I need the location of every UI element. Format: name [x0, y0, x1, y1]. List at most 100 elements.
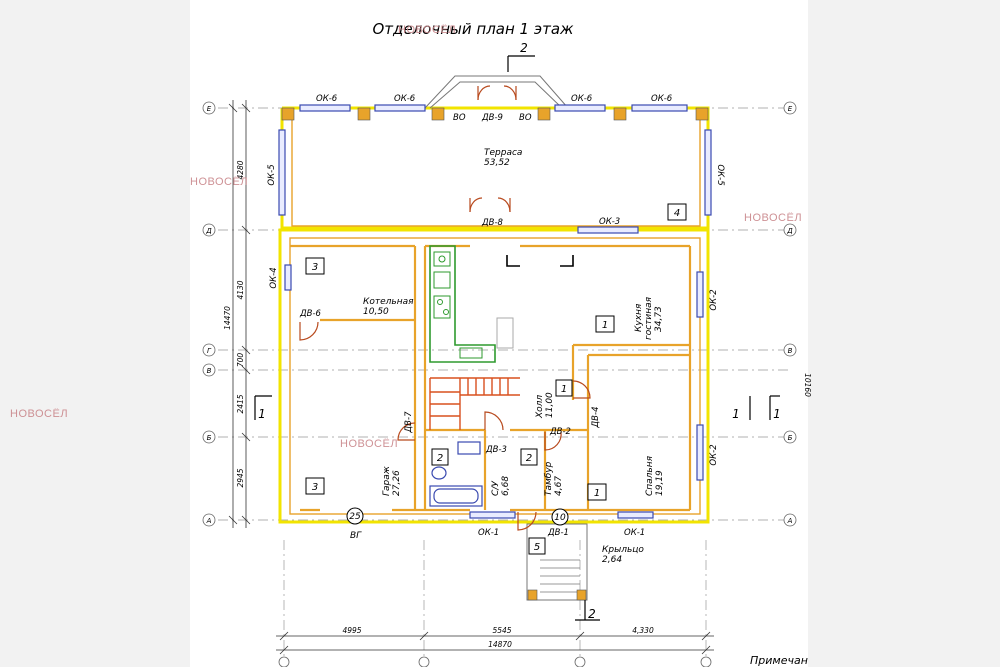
- room-area: 2,64: [602, 555, 622, 565]
- axis-letter: В: [207, 367, 212, 375]
- room-area: 53,52: [484, 158, 510, 168]
- finish-tag: 4: [674, 208, 680, 219]
- kitchen-counter: [429, 245, 514, 363]
- dim-total: 14470: [223, 306, 232, 330]
- circle-tag: 25: [349, 512, 361, 522]
- sheet: [190, 0, 808, 667]
- finish-tag: 5: [534, 542, 540, 553]
- section-mark: 2: [588, 607, 596, 621]
- section-mark: 2: [520, 41, 528, 55]
- axis-letter: Б: [788, 434, 793, 442]
- door-label: ДВ-9: [481, 113, 503, 123]
- vo-label: ВО: [519, 113, 532, 123]
- bathroom-fixtures: [429, 441, 483, 507]
- right-margin: [808, 0, 1000, 667]
- dim-text: 4,330: [632, 626, 654, 635]
- finish-tag: 1: [594, 488, 600, 499]
- door-label: ДВ-4: [591, 407, 601, 429]
- watermark-text: НОВОСЁЛ: [190, 176, 249, 188]
- vg-label: ВГ: [350, 531, 362, 541]
- room-area: 34,73: [654, 306, 664, 332]
- columns: [281, 107, 709, 121]
- door-label: ДВ-3: [485, 445, 507, 455]
- section-mark: 1: [258, 407, 266, 421]
- door-label: ДВ-7: [404, 411, 414, 434]
- room-name: Терраса: [484, 148, 522, 158]
- window-label: ОК-6: [571, 94, 593, 104]
- axis-bubbles: [202, 101, 797, 667]
- circle-tags: 25 10: [349, 512, 566, 523]
- room-name: Холл: [535, 395, 545, 419]
- axis-letter: Е: [207, 105, 212, 113]
- room-area: 19,19: [655, 470, 665, 496]
- window-label: ОК-1: [478, 528, 499, 538]
- room-name: Кухня: [634, 303, 644, 332]
- bottom-dimension-lines: [276, 631, 714, 655]
- watermark-text: НОВОСЁЛ: [398, 24, 457, 36]
- finish-tag: 2: [437, 453, 443, 464]
- room-name: Крыльцо: [602, 545, 644, 555]
- room-area: 10,50: [363, 307, 389, 317]
- window-label: ОК-5: [715, 164, 725, 185]
- porch: [526, 523, 588, 601]
- room-name: Тамбур: [544, 461, 554, 496]
- section-mark: 1: [773, 407, 781, 421]
- window-label: ОК-4: [269, 267, 279, 288]
- room-area: 11,00: [545, 392, 555, 418]
- dim-right: 10160: [803, 373, 812, 397]
- windows: [278, 104, 712, 519]
- staircase: [429, 377, 520, 430]
- circle-tag: 10: [554, 513, 566, 523]
- doors: [299, 85, 591, 531]
- room-name: С/У: [491, 481, 501, 496]
- window-label: ОК-3: [599, 217, 620, 227]
- room-area: 27,26: [392, 470, 402, 496]
- window-label: ОК-5: [267, 164, 277, 185]
- dim-text: 5545: [492, 626, 511, 635]
- left-dimensions: 4280 4130 700 2415 2945 14470 10160: [223, 160, 812, 487]
- watermark: НОВОСЁЛ: [398, 24, 456, 36]
- door-label: ДВ-8: [481, 218, 504, 228]
- circle-tag-shapes: [346, 507, 569, 526]
- note-label: Примечан: [750, 654, 808, 667]
- watermark: НОВОСЁЛ: [190, 176, 248, 188]
- dim-text: 2945: [236, 468, 245, 487]
- finish-tag: 1: [561, 384, 567, 395]
- room-name2: гостиная: [644, 296, 654, 340]
- watermark-text: НОВОСЁЛ: [340, 438, 399, 450]
- window-label: ОК-2: [709, 289, 719, 310]
- dim-text: 4280: [236, 160, 245, 179]
- room-name: Гараж: [382, 465, 392, 496]
- axis-letter: В: [788, 347, 793, 355]
- watermark: НОВОСЁЛ: [10, 408, 68, 420]
- axis-letter: Б: [207, 434, 212, 442]
- dim-text: 4995: [342, 626, 361, 635]
- window-label: ОК-6: [316, 94, 338, 104]
- dim-text: 700: [236, 353, 245, 368]
- plan-title: Отделочный план 1 этаж: [372, 20, 574, 38]
- window-label: ОК-6: [651, 94, 673, 104]
- finish-tag: 2: [526, 453, 532, 464]
- dim-text: 4130: [236, 280, 245, 299]
- finish-tag: 1: [602, 320, 608, 331]
- left-margin: [0, 0, 190, 667]
- dim-total: 14870: [488, 640, 512, 649]
- finish-tag: 3: [312, 482, 318, 493]
- door-label: ДВ-6: [299, 309, 322, 319]
- section-mark: 1: [732, 407, 740, 421]
- watermark: НОВОСЁЛ: [340, 438, 398, 450]
- door-markers: [506, 255, 574, 267]
- axis-letter: Г: [207, 347, 212, 355]
- window-label: ОК-1: [624, 528, 645, 538]
- watermark: НОВОСЁЛ: [744, 212, 802, 224]
- window-label: ОК-6: [394, 94, 416, 104]
- left-dimension-lines: [228, 100, 251, 528]
- axis-letter: А: [206, 517, 212, 525]
- section-labels: 2 2 1 1 1: [258, 41, 781, 621]
- axis-letter: Д: [205, 227, 212, 235]
- bottom-dimensions: 4995 5545 4,330 14870: [342, 626, 654, 649]
- vo-label: ВО: [453, 113, 466, 123]
- section-markers: [254, 55, 780, 621]
- axis-letters: Е Д Г В Б А Е Д В Б А: [205, 105, 793, 525]
